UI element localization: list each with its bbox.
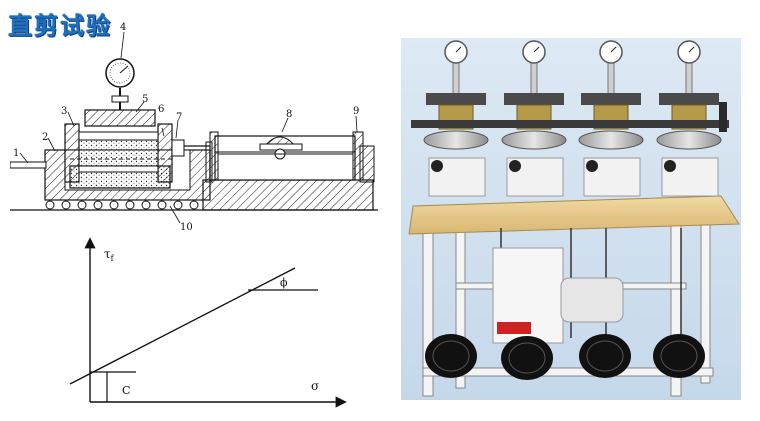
- part-label-8: 8: [286, 109, 292, 120]
- rollers: [45, 200, 199, 210]
- loading-cap: [84, 109, 156, 127]
- part-label-1: 1: [13, 148, 19, 159]
- top-porous-stone: [78, 131, 159, 141]
- bottom-porous-stone: [78, 165, 159, 173]
- motor: [560, 277, 624, 323]
- side-handle: [719, 102, 727, 132]
- part-label-3: 3: [61, 106, 67, 117]
- shear-machine-photo: [401, 38, 741, 400]
- upper-box-left-wall: [64, 123, 80, 183]
- part-label-4: 4: [120, 22, 126, 33]
- soil-sample: [78, 139, 159, 167]
- shear-unit-1: [423, 40, 489, 197]
- part-label-9: 9: [353, 106, 359, 117]
- push-rod: [10, 161, 47, 169]
- page-title: 直剪试验: [8, 12, 112, 40]
- upper-box-right-wall: [157, 123, 173, 183]
- gauge-mount: [111, 95, 129, 103]
- shear-strength-envelope: τf σ ϕ C: [69, 237, 347, 408]
- proving-frame: [214, 135, 356, 181]
- part-label-5: 5: [142, 94, 148, 105]
- connector-block: [171, 139, 185, 157]
- end-support: [359, 145, 375, 183]
- x-axis-label: σ: [311, 379, 319, 393]
- phi-label: ϕ: [280, 276, 288, 289]
- part-label-10: 10: [180, 222, 193, 233]
- part-label-2: 2: [42, 132, 48, 143]
- table-top: [408, 195, 740, 235]
- cohesion-label: C: [122, 384, 130, 397]
- shear-apparatus-diagram: 1 2 3 4 5 6 7 8 9 10: [10, 22, 378, 233]
- shear-unit-2: [501, 40, 567, 197]
- y-axis-label: τf: [104, 247, 115, 263]
- drive-shaft: [411, 120, 729, 128]
- frame-post-left: [209, 131, 219, 181]
- shear-unit-4: [656, 40, 722, 197]
- failure-envelope-line: [69, 267, 296, 385]
- part-label-6: 6: [158, 104, 164, 115]
- base-block-right: [202, 179, 374, 211]
- part-label-7: 7: [176, 112, 182, 123]
